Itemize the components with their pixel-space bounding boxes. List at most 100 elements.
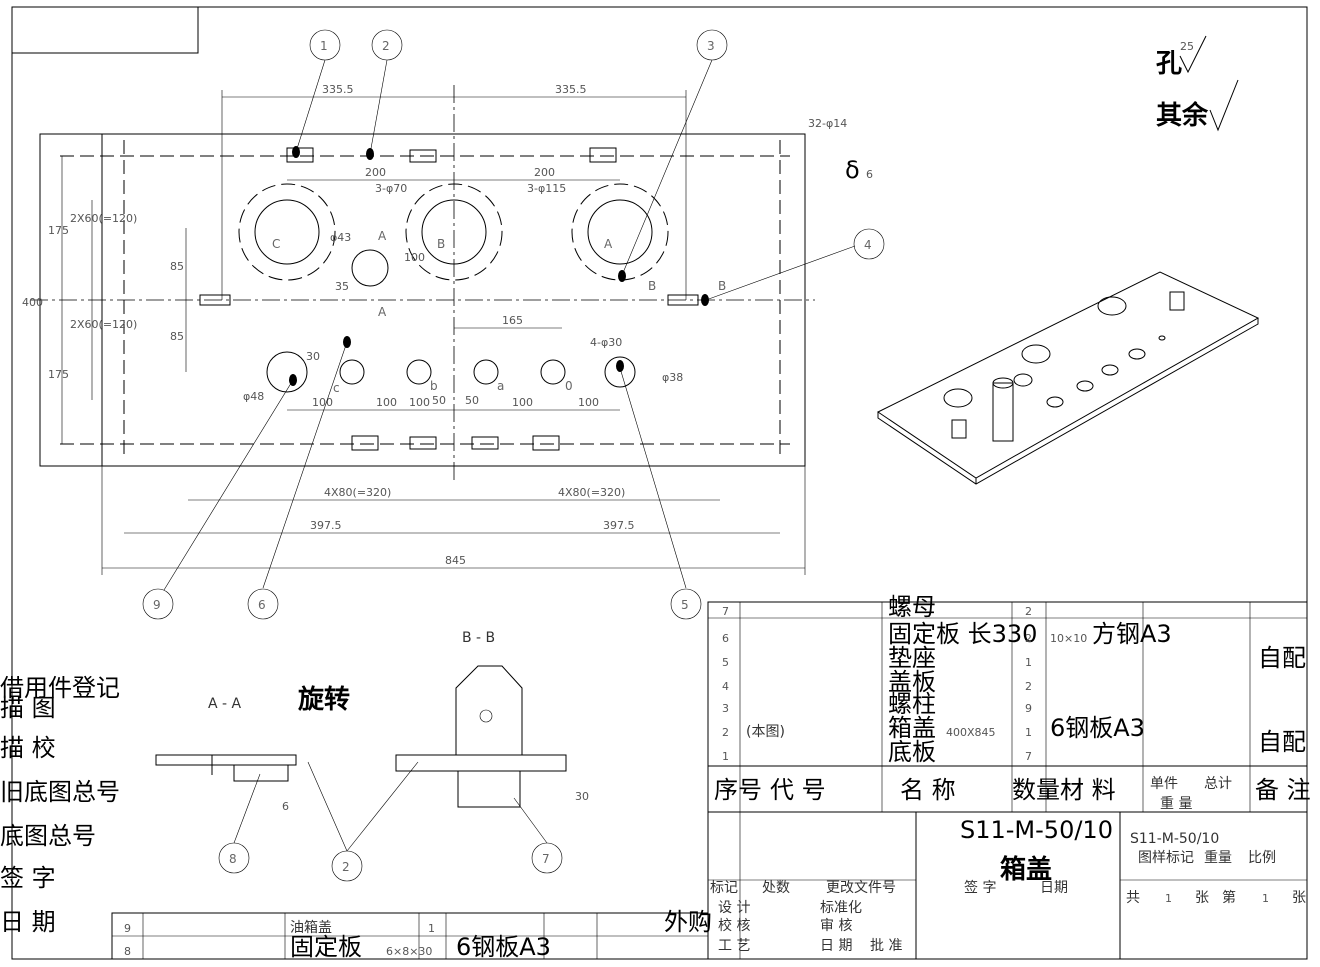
part-3-name: 螺柱 xyxy=(888,690,936,718)
section-mark-B1: B xyxy=(648,279,656,293)
aa-dim-6: 6 xyxy=(282,800,289,813)
rest-roughness-label: 其余 xyxy=(1156,100,1209,131)
left-label-trace: 描 图 xyxy=(0,694,56,722)
label-sheet: 张 xyxy=(1292,890,1306,906)
row-dim-2: 100 xyxy=(376,396,397,409)
thickness-delta: δ xyxy=(845,156,860,184)
bottom-part-9-qty: 1 xyxy=(428,922,435,935)
dim-4x80-left: 4X80(=320) xyxy=(324,486,391,499)
header-note: 备 注 xyxy=(1255,776,1311,804)
part-6-name: 固定板 长330 xyxy=(888,620,1037,648)
dim-2x60-bottom: 2X60(=120) xyxy=(70,318,137,331)
leader-lines xyxy=(163,59,856,591)
part-5-name: 垫座 xyxy=(888,644,936,672)
bottom-part-8-no: 8 xyxy=(124,945,131,958)
hole-label-d: 0 xyxy=(565,379,573,393)
sign-review: 审 核 xyxy=(820,918,852,934)
dimension-lines xyxy=(39,90,806,575)
part-4-name: 盖板 xyxy=(888,668,936,696)
label-weight: 重量 xyxy=(1204,850,1232,866)
part-2-no: 2 xyxy=(722,726,729,739)
row-dim-7: 100 xyxy=(578,396,599,409)
dim-397-left: 397.5 xyxy=(310,519,342,532)
dim-335-right: 335.5 xyxy=(555,83,587,96)
svg-text:2: 2 xyxy=(382,39,390,53)
label-total: 共 xyxy=(1126,890,1140,906)
sign-check: 校 核 xyxy=(718,917,750,934)
part-2-note: 自配 xyxy=(1258,728,1306,756)
drawing-title: 箱盖 xyxy=(1000,854,1052,885)
title-block-grid xyxy=(707,601,1308,960)
label-sheet-no: 第 xyxy=(1222,889,1236,906)
left-label-date: 日 期 xyxy=(0,908,56,936)
dim-400: 400 xyxy=(22,296,43,309)
dim-3phi70: 3-φ70 xyxy=(375,182,407,195)
rev-date: 日期 xyxy=(1040,880,1068,896)
section-mark-A1: A xyxy=(378,229,387,243)
part-3-qty: 9 xyxy=(1025,702,1032,715)
svg-text:5: 5 xyxy=(681,598,689,612)
svg-text:6: 6 xyxy=(258,598,266,612)
bottom-part-9-name: 油箱盖 xyxy=(290,920,332,936)
balloon-6: 6 xyxy=(247,588,279,620)
dim-30: 30 xyxy=(306,350,320,363)
hole-label-a: a xyxy=(497,379,504,393)
bottom-part-8-spec: 6×8×30 xyxy=(386,945,432,958)
section-rotate-label: 旋转 xyxy=(298,685,350,715)
corner-box xyxy=(11,6,199,54)
part-2-code: (本图) xyxy=(746,724,785,740)
svg-text:4: 4 xyxy=(864,238,872,252)
sign-design: 设 计 xyxy=(718,900,750,916)
hole-roughness-value: 25 xyxy=(1180,40,1194,53)
header-qty: 数量 xyxy=(1012,776,1060,804)
part-5-no: 5 xyxy=(722,656,729,669)
balloon-5: 5 xyxy=(670,588,702,620)
dim-335-left: 335.5 xyxy=(322,83,354,96)
dim-85-bottom: 85 xyxy=(170,330,184,343)
part-6-material: 方钢A3 xyxy=(1092,620,1172,648)
part-1-no: 1 xyxy=(722,750,729,763)
hole-label-C: C xyxy=(272,237,280,251)
header-total: 总计 xyxy=(1204,776,1232,792)
label-sheets: 张 xyxy=(1195,890,1209,906)
row-dim-3: 100 xyxy=(409,396,430,409)
dim-85-top: 85 xyxy=(170,260,184,273)
dim-397-right: 397.5 xyxy=(603,519,635,532)
hole-label-c: c xyxy=(333,381,340,395)
dim-phi38: φ38 xyxy=(662,371,683,384)
rev-count: 处数 xyxy=(762,880,790,896)
sign-standard: 标准化 xyxy=(820,900,862,916)
balloon-3: 3 xyxy=(696,29,728,61)
dim-100-upper: 100 xyxy=(404,251,425,264)
sign-process: 工 艺 xyxy=(718,938,750,954)
part-7-no: 7 xyxy=(722,605,729,618)
left-label-base-no: 底图总号 xyxy=(0,822,96,850)
dim-4x80-right: 4X80(=320) xyxy=(558,486,625,499)
bottom-part-8-name: 固定板 xyxy=(290,933,362,961)
part-2-spec: 400X845 xyxy=(946,726,996,739)
thickness-value: 6 xyxy=(866,168,873,181)
nut-right xyxy=(667,294,699,306)
label-scale: 比例 xyxy=(1248,850,1276,866)
svg-text:9: 9 xyxy=(153,598,161,612)
left-label-borrow: 借用件登记 xyxy=(0,674,120,702)
section-mark-B2: B xyxy=(718,279,726,293)
header-weight: 重 量 xyxy=(1160,796,1192,812)
rev-doc: 更改文件号 xyxy=(826,880,896,896)
part-4-no: 4 xyxy=(722,680,729,693)
sign-approve: 批 准 xyxy=(870,938,902,954)
part-2-material: 6钢板A3 xyxy=(1050,714,1145,742)
balloon-8: 8 xyxy=(218,842,250,874)
header-unit: 单件 xyxy=(1150,776,1178,792)
header-name: 名 称 xyxy=(900,776,956,804)
nut-left xyxy=(199,294,231,306)
section-bb-label: B - B xyxy=(462,630,495,646)
svg-text:2: 2 xyxy=(342,860,350,874)
leader-dots xyxy=(289,146,709,386)
drawing-number: S11-M-50/10 xyxy=(960,816,1113,844)
dim-phi48: φ48 xyxy=(243,390,264,403)
dim-200-b: 200 xyxy=(534,166,555,179)
bottom-part-9-no: 9 xyxy=(124,922,131,935)
dim-32phi14: 32-φ14 xyxy=(808,117,847,130)
big-hole-C xyxy=(238,183,336,281)
